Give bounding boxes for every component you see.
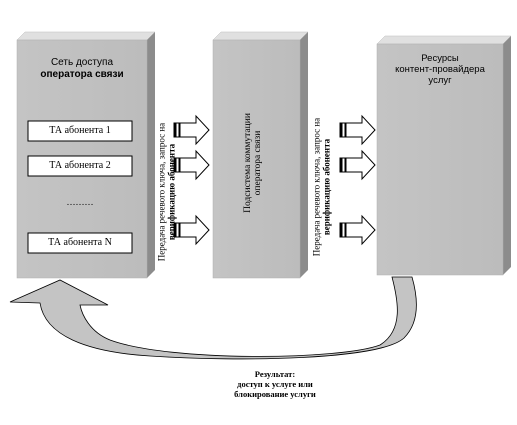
transfer-label-1-line2: верификацию абонента — [166, 143, 177, 241]
transfer-label-2: Передача речевого ключа, запрос на вериф… — [312, 100, 337, 275]
access-network-title: Сеть доступа оператора связи — [17, 57, 147, 80]
subscriber-box-2 — [27, 155, 133, 177]
switching-box — [212, 31, 309, 279]
subscriber-ellipsis: ……… — [66, 197, 94, 207]
switching-label-line1: Подсистема коммутации — [243, 113, 253, 213]
result-line2: доступ к услуге или — [237, 379, 313, 390]
switching-label-line2: оператора связи — [253, 130, 264, 196]
access-network-title-line2: оператора связи — [40, 68, 124, 80]
transfer-label-1: Передача речевого ключа, запрос на вериф… — [157, 105, 182, 280]
switching-label: Подсистема коммутации оператора связи — [243, 88, 269, 238]
subscriber-box-1 — [27, 120, 133, 142]
subscriber-label-2: ТА абонента 2 — [49, 160, 111, 171]
arrows-to-switching — [173, 114, 210, 246]
provider-title-line2: контент-провайдера — [395, 63, 485, 75]
return-arrow — [9, 276, 417, 360]
result-line3: блокирование услуги — [234, 389, 316, 400]
subscriber-label-1: ТА абонента 1 — [49, 125, 111, 136]
arrows-to-provider — [339, 114, 376, 246]
provider-title: Ресурсы контент-провайдера услуг — [377, 53, 503, 87]
subscriber-box-n — [27, 232, 133, 254]
provider-box — [376, 35, 512, 276]
result-text: Результат: доступ к услуге или блокирова… — [210, 369, 340, 400]
subscriber-label-n: ТА абонента N — [48, 237, 112, 248]
provider-title-line1: Ресурсы — [421, 53, 459, 64]
access-network-title-line1: Сеть доступа — [50, 57, 114, 68]
provider-title-line3: услуг — [428, 74, 452, 86]
transfer-label-2-line2: верификацию абонента — [321, 138, 332, 236]
result-line1: Результат: — [254, 369, 296, 379]
